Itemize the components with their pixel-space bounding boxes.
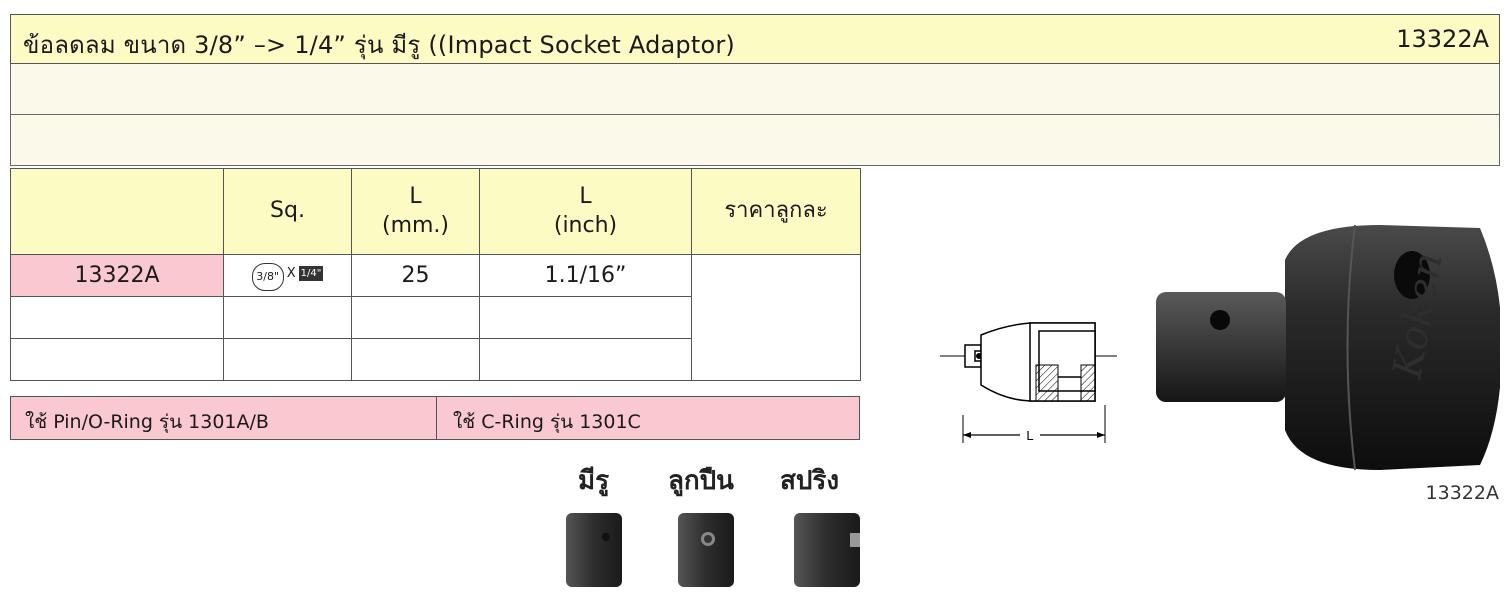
- type-thumbnails: [566, 513, 860, 587]
- empty-cell: [10, 338, 224, 381]
- empty-cell: [223, 296, 352, 339]
- header-cell-l-mm: L (mm.): [351, 168, 480, 255]
- blank-row-2: [10, 115, 1500, 166]
- sq-separator: X: [286, 266, 296, 281]
- c-ring-note: ใช้ C-Ring รุ่น 1301C: [453, 411, 641, 433]
- product-title: ข้อลดลม ขนาด 3/8” –> 1/4” รุ่น มีรู ((Im…: [23, 31, 735, 59]
- ring-divider: [436, 397, 437, 439]
- drive-size-badge: 3/8": [251, 262, 284, 291]
- ball-type-icon: [678, 513, 734, 587]
- pin-oring-note: ใช้ Pin/O-Ring รุ่น 1301A/B: [25, 411, 269, 433]
- header-cell-l-inch: L (inch): [479, 168, 692, 255]
- square-size-badge: 1/4": [298, 266, 324, 281]
- empty-cell: [479, 338, 692, 381]
- spring-type-icon: [794, 513, 860, 587]
- product-photo: Koken: [1156, 224, 1500, 471]
- empty-cell: [351, 296, 480, 339]
- ring-info-bar: ใช้ Pin/O-Ring รุ่น 1301A/B ใช้ C-Ring ร…: [10, 396, 860, 440]
- type-label-ball: ลูกปืน: [668, 466, 734, 496]
- technical-drawing: L: [940, 322, 1117, 443]
- cell-l-inch: 1.1/16”: [479, 254, 692, 297]
- empty-cell: [479, 296, 692, 339]
- empty-cell: [10, 296, 224, 339]
- empty-cell: [223, 338, 352, 381]
- header-cell-sq: Sq.: [223, 168, 352, 255]
- header-cell-code: [10, 168, 224, 255]
- empty-cell: [351, 338, 480, 381]
- type-label-hole: มีรู: [578, 466, 610, 496]
- cell-l-mm: 25: [351, 254, 480, 297]
- hole-type-icon: [566, 513, 622, 587]
- type-label-spring: สปริง: [780, 466, 840, 496]
- cell-price: [691, 254, 861, 381]
- header-cell-price: ราคาลูกละ: [691, 168, 861, 255]
- spec-table: Sq. L (mm.) L (inch) ราคาลูกละ 13322A 3/…: [10, 168, 861, 381]
- dimension-label: L: [1026, 428, 1033, 443]
- product-code: 13322A: [1396, 25, 1489, 53]
- photo-caption: 13322A: [1425, 482, 1499, 504]
- product-header: ข้อลดลม ขนาด 3/8” –> 1/4” รุ่น มีรู ((Im…: [10, 14, 1500, 64]
- blank-row-1: [10, 64, 1500, 115]
- cell-code: 13322A: [10, 254, 224, 297]
